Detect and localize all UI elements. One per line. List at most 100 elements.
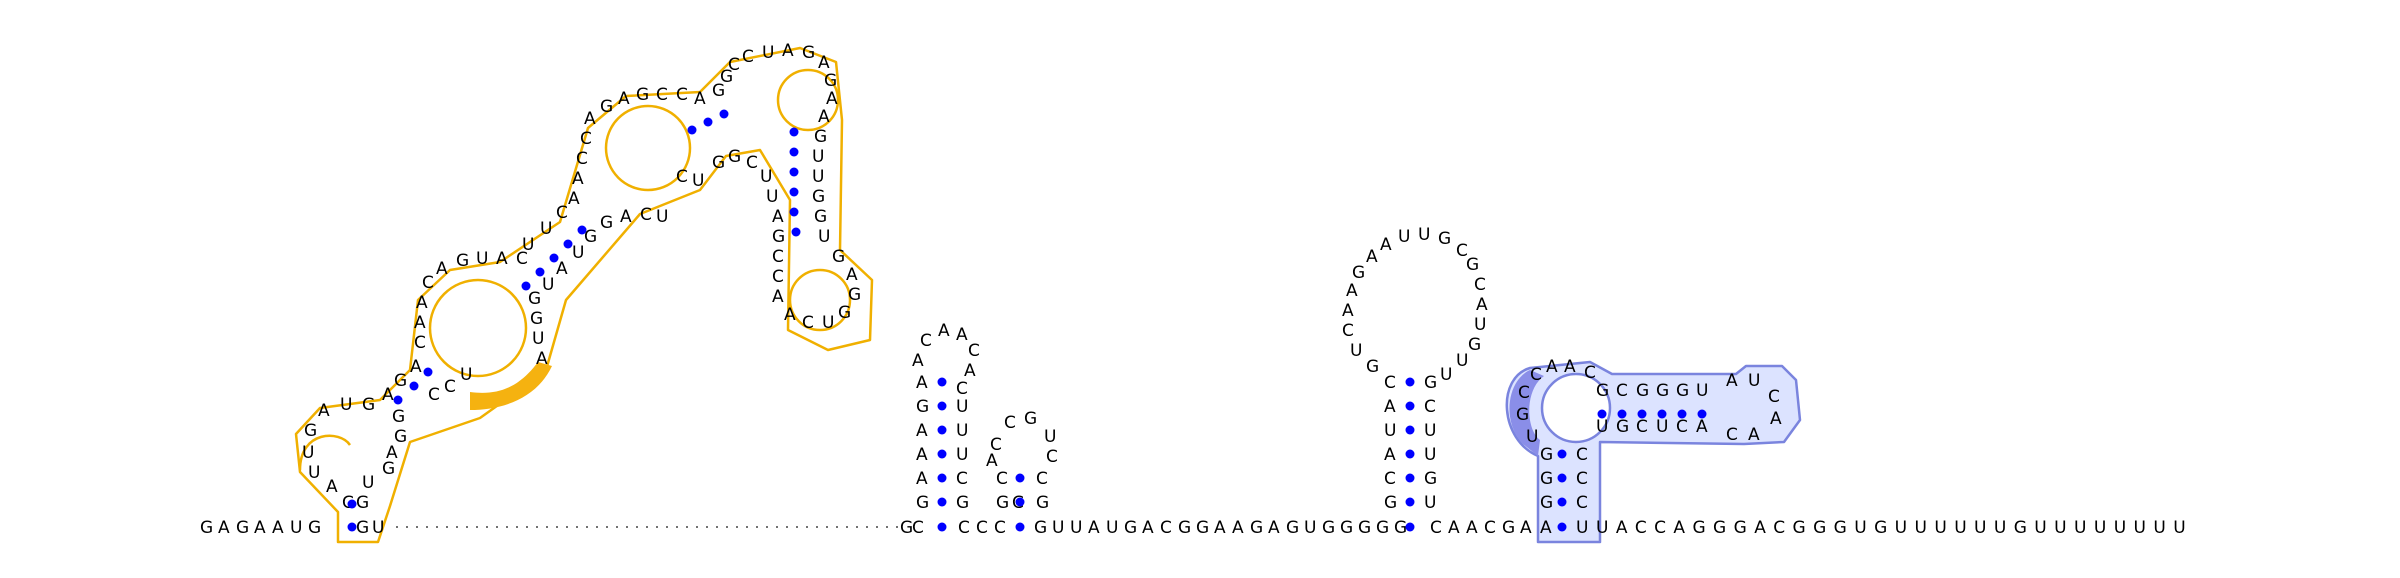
base: G <box>1596 381 1609 401</box>
pair-dot <box>1015 522 1025 532</box>
base: C <box>772 247 784 267</box>
highlight-strong-orange <box>470 362 552 410</box>
base: U <box>532 329 544 349</box>
base: A <box>496 249 508 269</box>
base: G <box>1424 373 1437 393</box>
base: A <box>416 293 428 313</box>
base: G <box>1424 469 1437 489</box>
base: G <box>814 127 827 147</box>
base: A <box>1380 235 1392 255</box>
base: U <box>1424 421 1436 441</box>
base: G <box>1502 518 1515 538</box>
base: G <box>772 227 785 247</box>
highlight-loop-orange-3 <box>604 104 692 192</box>
pair-dot <box>937 522 947 532</box>
base: G <box>956 493 969 513</box>
base: U <box>1304 518 1316 538</box>
base: C <box>1530 365 1542 385</box>
base: A <box>620 207 632 227</box>
pair-dot <box>687 125 697 135</box>
base: A <box>1564 357 1576 377</box>
highlight-loop-orange-2 <box>428 278 528 378</box>
base: C <box>912 518 924 538</box>
base: C <box>676 167 688 187</box>
base: A <box>772 207 784 227</box>
base: A <box>916 421 928 441</box>
pair-dot <box>937 473 947 483</box>
domain-blue-pairs <box>1557 409 1707 532</box>
base: G <box>394 427 407 447</box>
base: C <box>516 249 528 269</box>
base: G <box>356 518 369 538</box>
base: G <box>304 421 317 441</box>
base: G <box>1024 409 1037 429</box>
base: G <box>1540 445 1553 465</box>
pair-dot <box>1557 473 1567 483</box>
base: A <box>410 357 422 377</box>
base: U <box>956 445 968 465</box>
pair-dot <box>791 227 801 237</box>
base: A <box>1384 445 1396 465</box>
base: G <box>1286 518 1299 538</box>
pair-dot <box>1697 409 1707 419</box>
base: U <box>340 395 352 415</box>
base: A <box>956 325 968 345</box>
base: U <box>302 443 314 463</box>
base: A <box>1384 397 1396 417</box>
base: A <box>1540 518 1552 538</box>
base: A <box>1520 518 1532 538</box>
base: C <box>920 331 932 351</box>
base: A <box>318 401 330 421</box>
base: A <box>536 349 548 369</box>
highlight-loop-blue <box>1540 372 1612 444</box>
base: A <box>414 313 426 333</box>
base: U <box>1696 381 1708 401</box>
hairpin-c-bases: G C G A A A G A A C A A C A C U U U C G … <box>900 321 1006 538</box>
base: A <box>818 53 830 73</box>
base: G <box>636 85 649 105</box>
base: G <box>600 97 613 117</box>
pair-dot <box>937 401 947 411</box>
pair-dot <box>937 377 947 387</box>
pair-dot <box>1405 473 1415 483</box>
base: A <box>938 321 950 341</box>
pair-dot <box>789 127 799 137</box>
base: A <box>1346 281 1358 301</box>
pair-dot <box>1405 425 1415 435</box>
base: C <box>1676 417 1688 437</box>
pair-dot <box>521 281 531 291</box>
pair-dot <box>719 109 729 119</box>
pair-dot <box>1557 497 1567 507</box>
highlight-loop-orange-1 <box>298 434 352 471</box>
base: U <box>956 421 968 441</box>
base: U <box>1398 227 1410 247</box>
base: G <box>814 207 827 227</box>
base: U <box>460 365 472 385</box>
domain-blue-bases: A G G G U G C C A A C G C G G G U A U C … <box>1516 357 1782 538</box>
base: C <box>996 469 1008 489</box>
base: G <box>1394 518 1407 538</box>
base: U <box>1748 371 1760 391</box>
base: G <box>1438 229 1451 249</box>
base: G <box>720 67 733 87</box>
base: G <box>1616 417 1629 437</box>
hairpin-e-bases: G C A U A C G U C A A G A A U U G C G C … <box>1342 225 1488 538</box>
highlight-loop-orange-4 <box>776 68 840 132</box>
base: C <box>1726 425 1738 445</box>
base: U <box>760 167 772 187</box>
base: A <box>572 169 584 189</box>
base: A <box>272 518 284 538</box>
base: C <box>956 469 968 489</box>
base: C <box>444 377 456 397</box>
base: A <box>1770 409 1782 429</box>
base: G <box>838 303 851 323</box>
base: G <box>848 285 861 305</box>
pair-dot <box>563 239 573 249</box>
base: C <box>1046 447 1058 467</box>
base: G <box>394 371 407 391</box>
base: C <box>1584 363 1596 383</box>
base: G <box>1376 518 1389 538</box>
hairpin-e-pairs <box>1405 377 1415 532</box>
base: A <box>436 259 448 279</box>
